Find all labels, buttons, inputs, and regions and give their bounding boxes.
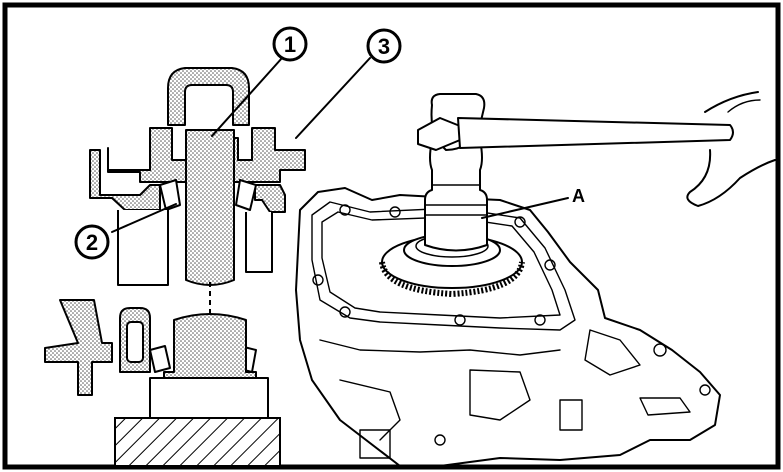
bolt-hole	[312, 274, 324, 286]
bolt-hole	[534, 314, 546, 326]
outer-sleeve-right	[245, 212, 273, 273]
bolt-hole	[339, 306, 351, 318]
hand-detail	[727, 99, 761, 113]
leader-line-3	[295, 57, 371, 139]
gear-teeth	[379, 261, 525, 298]
callout-3: 3	[366, 28, 402, 64]
housing-illustration	[295, 91, 776, 467]
bolt-hole	[389, 206, 401, 218]
lower-roller-left	[149, 345, 171, 373]
main-shaft-upper	[185, 129, 235, 286]
lower-bearing-insert	[126, 321, 144, 363]
support-block	[149, 377, 269, 419]
gasket-face-inner	[321, 211, 561, 319]
bolt-hole	[544, 259, 556, 271]
casting-rib	[584, 329, 641, 376]
bolt-hole	[514, 216, 526, 228]
cross-section-illustration	[44, 57, 371, 467]
callout-2: 2	[74, 224, 110, 260]
callout-3-label: 3	[378, 34, 390, 59]
casting-hole	[699, 384, 711, 396]
bolt-hole	[454, 314, 466, 326]
case-outline	[295, 187, 721, 467]
leader-line-2	[111, 203, 177, 233]
lower-bracket	[44, 299, 113, 396]
outer-sleeve-left	[117, 210, 169, 286]
installer-tool	[424, 121, 488, 252]
bolt-hole	[339, 204, 351, 216]
bearing-roller-left	[159, 179, 181, 211]
press-tool-cap	[167, 67, 250, 126]
casting-hole	[434, 434, 446, 446]
leader-line-a	[481, 197, 569, 219]
hand-outline	[686, 91, 776, 207]
leader-line-1	[211, 57, 283, 137]
casting-rib	[469, 369, 531, 421]
casting-hole	[653, 343, 667, 357]
callout-1: 1	[272, 26, 308, 62]
callout-2-label: 2	[86, 230, 98, 255]
casting-rib	[639, 397, 691, 416]
hammer-handle	[457, 117, 734, 149]
housing-right	[254, 184, 286, 213]
gasket-face	[311, 201, 576, 331]
casting-rib	[319, 339, 561, 356]
casting-rib	[339, 379, 401, 441]
callout-1-label: 1	[284, 32, 296, 57]
casting-boss	[359, 429, 391, 459]
press-base	[114, 417, 281, 467]
callout-a-label: A	[572, 186, 585, 206]
bearing-roller-right	[235, 179, 257, 211]
casting-boss	[559, 399, 583, 431]
